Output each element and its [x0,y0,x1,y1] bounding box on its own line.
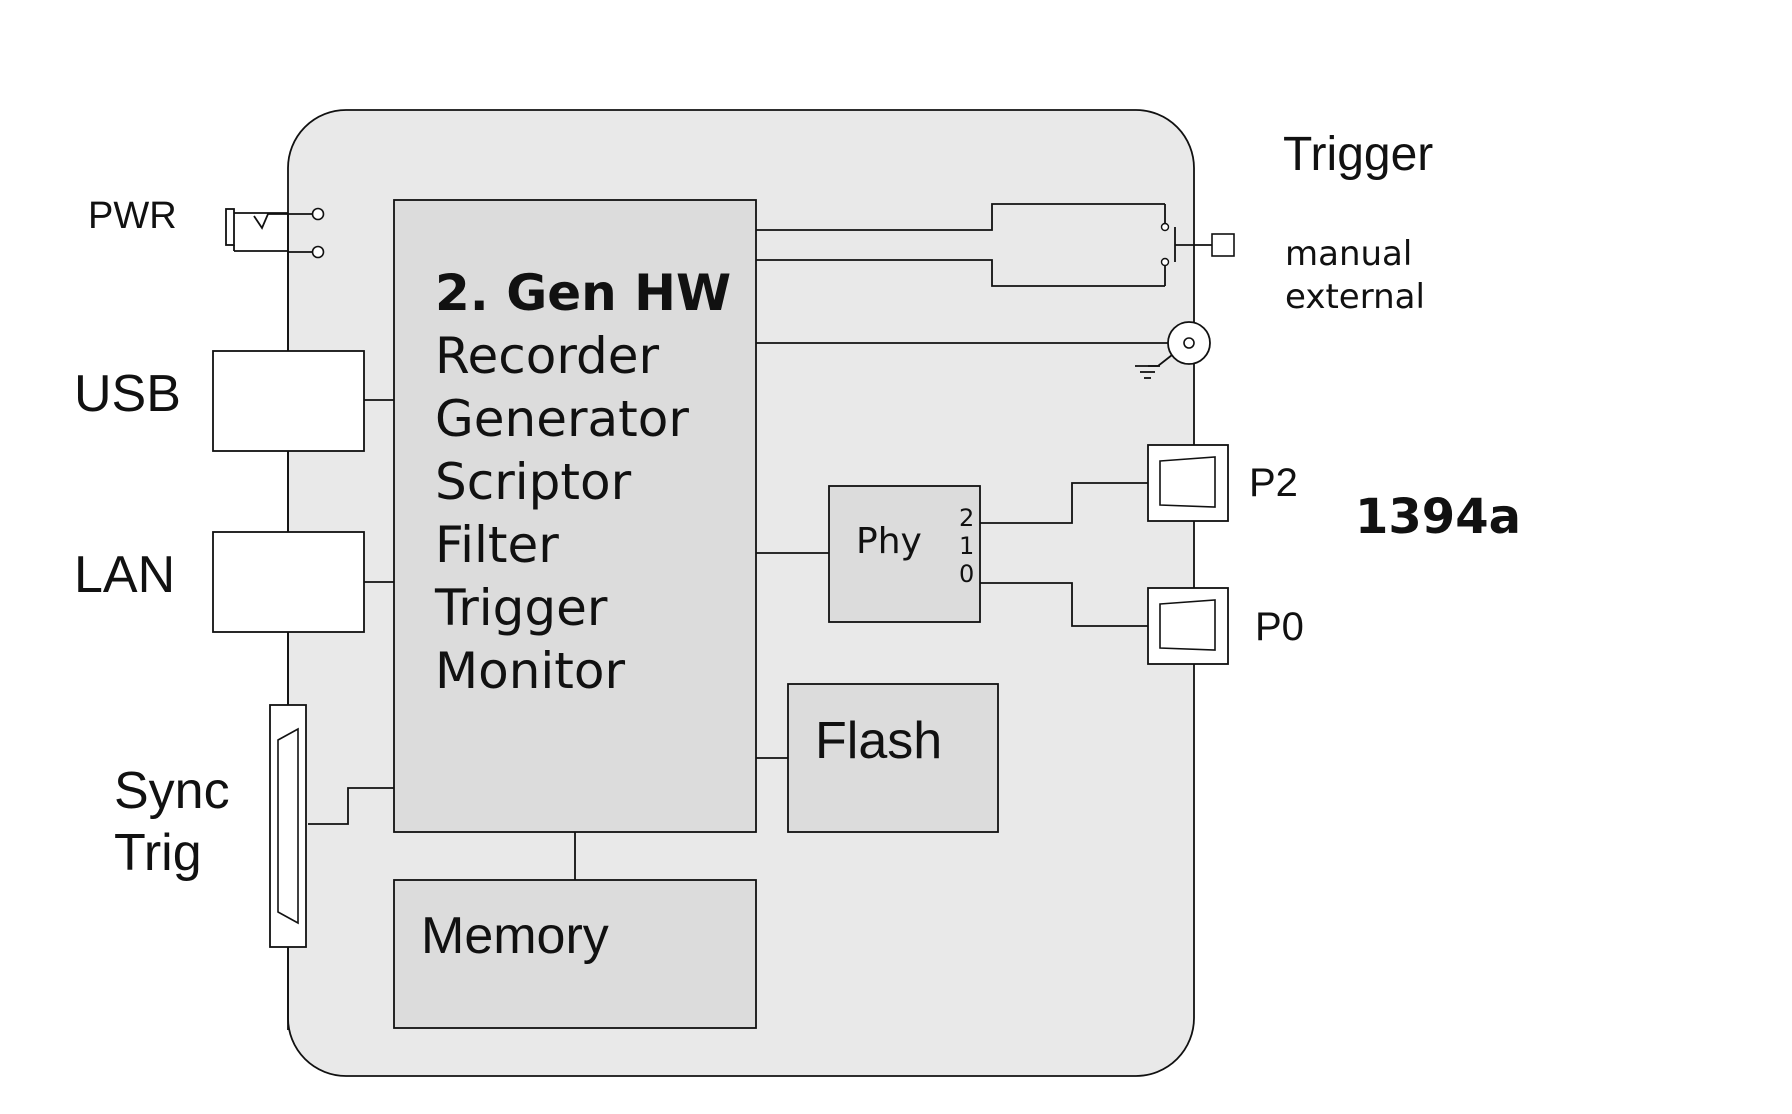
usb-label: USB [74,365,181,423]
p0-label: P0 [1255,605,1304,649]
phy-port-number: 1 [959,532,974,560]
usb-port [212,350,365,452]
p0-port-icon [1147,587,1229,665]
trigger-external-label: external [1285,277,1425,317]
phy-p0-link [980,582,1148,627]
memory-label: Memory [421,907,609,965]
sync-label-line2: Trig [114,824,202,882]
sync-label-line1: Sync [114,762,230,820]
main-block-item: Trigger [434,579,608,637]
power-jack-icon [225,207,325,259]
phy-port-number: 2 [959,504,974,532]
main-block-item: Recorder [435,327,660,385]
trigger-manual-line-1 [756,203,1165,231]
trigger-manual-line-2 [756,259,1165,287]
main-block [393,199,757,833]
p2-label: P2 [1249,461,1298,505]
memory-block [393,879,757,1029]
lan-port [212,531,365,633]
lan-label: LAN [74,546,175,604]
phy-p2-link [980,482,1148,524]
trigger-label: Trigger [1283,128,1433,181]
main-block-item: Scriptor [435,453,632,511]
pwr-label: PWR [88,195,177,237]
sync-trig-connector-icon [269,704,307,948]
main-block-item: Monitor [435,642,626,700]
main-block-title: 2. Gen HW [435,264,731,322]
bnc-connector-icon [1135,321,1211,379]
phy-block [828,485,981,623]
main-block-item: Filter [435,516,559,574]
trigger-switch-icon [1160,204,1235,286]
phy-port-number: 0 [959,560,974,588]
p2-port-icon [1147,444,1229,522]
main-block-item: Generator [435,390,689,448]
phy-label: Phy [856,521,922,562]
trigger-manual-label: manual [1285,234,1412,274]
flash-label: Flash [815,712,942,770]
bus-label: 1394a [1355,489,1521,545]
sync-link [308,787,394,825]
flash-block [787,683,999,833]
